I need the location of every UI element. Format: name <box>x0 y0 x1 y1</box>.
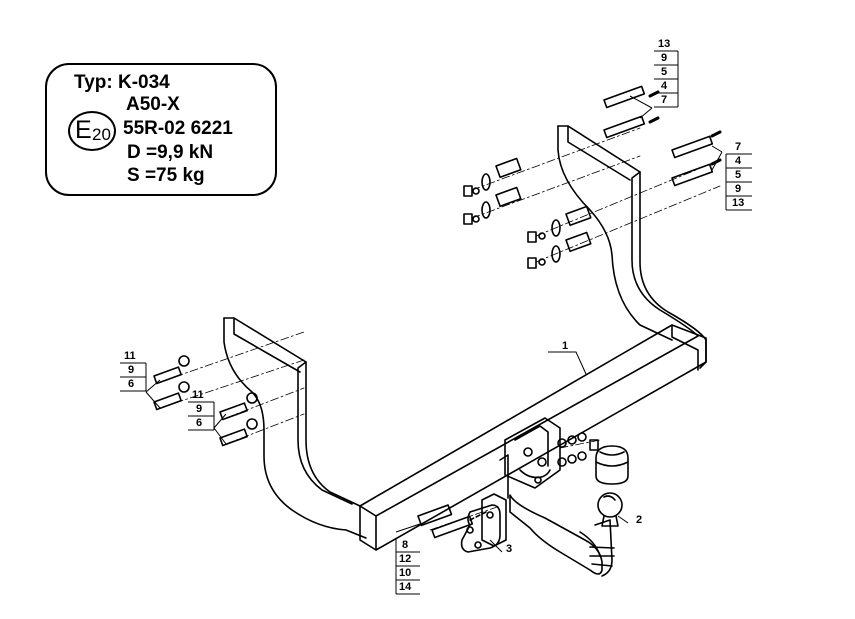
e-mark-number: 20 <box>92 125 111 144</box>
approval-number: 55R-02 6221 <box>123 118 233 139</box>
part-number: 5 <box>735 169 741 181</box>
e-mark-badge: E 20 <box>68 111 116 151</box>
part-number: 9 <box>661 52 667 64</box>
crossbar-tube <box>359 324 707 551</box>
lower-spacers-nuts <box>527 205 592 269</box>
left-lower-bolts <box>219 392 258 447</box>
leader-lines <box>145 95 723 553</box>
label-ball: 2 <box>636 514 642 526</box>
part-number: 12 <box>399 553 411 565</box>
right-bolt-set <box>671 130 722 187</box>
part-number: 4 <box>661 80 668 92</box>
part-number: 4 <box>735 155 742 167</box>
part-number: 14 <box>399 581 412 593</box>
ball-cover-cap <box>595 445 629 485</box>
s-value: S =75 kg <box>127 165 205 186</box>
part-number: 7 <box>735 141 741 153</box>
neck-mount-plate <box>499 417 561 499</box>
type-value: K-034 <box>117 72 170 93</box>
left-upper-bolts <box>153 355 190 411</box>
part-number: 9 <box>735 183 741 195</box>
part-number: 13 <box>732 197 744 209</box>
approval-info-box: Typ: K-034 A50-X E 20 55R-02 6221 D =9,9… <box>45 63 277 196</box>
number-stack-left-upper: 11 9 6 <box>120 350 147 392</box>
part-number: 8 <box>402 539 408 551</box>
part-number: 10 <box>399 567 411 579</box>
model-code: A50-X <box>126 94 180 115</box>
number-stack-right: 7 4 5 9 13 <box>725 141 752 211</box>
d-value: D =9,9 kN <box>127 142 214 163</box>
part-number: 9 <box>128 364 134 376</box>
number-stack-bottom: 8 12 10 14 <box>395 538 420 595</box>
part-number: 9 <box>196 403 202 415</box>
part-number: 6 <box>196 417 202 429</box>
top-bolt-set <box>603 85 660 139</box>
part-number: 11 <box>124 350 136 362</box>
part-number: 6 <box>128 378 134 390</box>
upper-spacers-nuts <box>463 157 522 225</box>
number-stack-left-lower: 11 9 6 <box>188 389 215 431</box>
left-mounting-bracket <box>223 317 367 539</box>
part-number: 11 <box>192 389 204 401</box>
neck-nuts <box>557 432 599 467</box>
ball-neck-arm <box>509 494 615 577</box>
label-socket: 3 <box>506 543 512 555</box>
label-crossbar: 1 <box>562 340 568 352</box>
part-number: 13 <box>658 38 670 50</box>
assembly-lines <box>159 127 721 531</box>
e-mark-letter: E <box>75 116 92 144</box>
type-label: Typ: <box>74 72 113 93</box>
tow-ball <box>597 492 623 527</box>
part-number: 7 <box>661 94 667 106</box>
socket-plate <box>460 493 507 553</box>
number-stack-top: 13 9 5 4 7 <box>654 38 679 108</box>
part-number: 5 <box>661 66 667 78</box>
